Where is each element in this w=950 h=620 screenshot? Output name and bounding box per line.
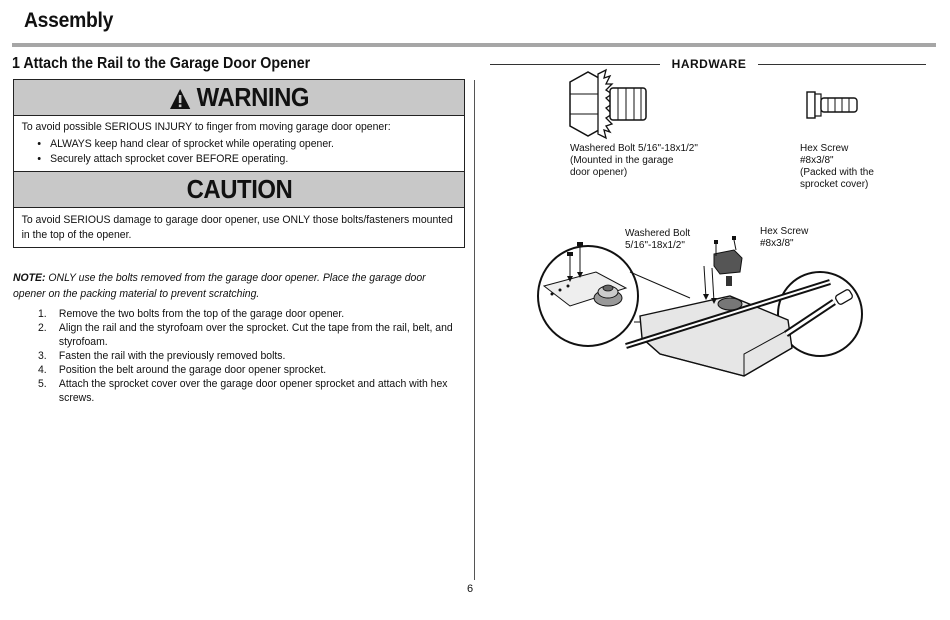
caption-line: Hex Screw [800,143,849,154]
hex-screw-icon [806,91,858,119]
washered-bolt-icon [569,68,647,140]
caution-text: To avoid SERIOUS damage to garage door o… [21,214,453,241]
hardware-rule-left [490,64,660,65]
step-text: Align the rail and the styrofoam over th… [58,322,453,348]
diagram-screw-label: Hex Screw #8x3/8" [760,226,808,250]
step-number: 4. [38,364,47,376]
caption-line: sprocket cover) [800,179,869,190]
note-text: ONLY use the bolts removed from the gara… [13,272,426,300]
warning-bullet: ALWAYS keep hand clear of sprocket while… [50,137,459,152]
caution-body: To avoid SERIOUS damage to garage door o… [14,208,466,247]
step-text: Remove the two bolts from the top of the… [58,308,345,320]
caption-line: 5/16"-18x1/2" [625,240,685,251]
list-item: 4. Position the belt around the garage do… [38,363,456,377]
warning-bullets: ALWAYS keep hand clear of sprocket while… [22,137,459,167]
caption-line: #8x3/8" [800,155,834,166]
list-item: 5. Attach the sprocket cover over the gar… [38,377,456,405]
note-label: NOTE: [13,272,46,284]
caution-banner: CAUTION [14,172,464,208]
section-title: 1 Attach the Rail to the Garage Door Ope… [12,55,311,72]
caption-line: (Mounted in the garage [570,155,674,166]
caution-box: CAUTION To avoid SERIOUS damage to garag… [13,171,465,248]
step-number: 3. [38,350,47,362]
hardware-title: HARDWARE [671,57,747,71]
step-text: Fasten the rail with the previously remo… [58,350,286,362]
caption-line: #8x3/8" [760,238,794,249]
step-number: 1. [38,308,47,320]
header-rule [12,43,936,47]
caption-line: (Packed with the [800,167,874,178]
steps-list: 1. Remove the two bolts from the top of t… [38,307,456,405]
warning-triangle-icon [169,89,191,109]
list-item: 1. Remove the two bolts from the top of t… [38,307,456,321]
caption-line: Hex Screw [760,226,809,237]
caption-line: door opener) [570,167,628,178]
caption-line: Washered Bolt [625,228,691,239]
caution-banner-label: CAUTION [186,174,292,204]
step-number: 5. [38,378,47,390]
diagram-bolt-label: Washered Bolt 5/16"-18x1/2" [625,228,690,252]
warning-banner: WARNING [14,80,464,116]
column-divider [474,80,475,580]
step-text: Attach the sprocket cover over the garag… [58,378,448,404]
warning-intro: To avoid possible SERIOUS INJURY to fing… [21,121,391,133]
warning-banner-label: WARNING [196,82,310,112]
hardware-rule-right [758,64,926,65]
warning-bullet: Securely attach sprocket cover BEFORE op… [50,152,459,167]
washered-bolt-caption: Washered Bolt 5/16"-18x1/2" (Mounted in … [570,143,698,179]
caption-line: Washered Bolt 5/16"-18x1/2" [570,143,698,154]
page-number: 6 [467,583,474,595]
page-title: Assembly [24,9,114,32]
warning-box: WARNING To avoid possible SERIOUS INJURY… [13,79,465,172]
list-item: 2. Align the rail and the styrofoam over … [38,321,456,349]
step-number: 2. [38,322,47,334]
hex-screw-caption: Hex Screw #8x3/8" (Packed with the sproc… [800,143,874,191]
warning-body: To avoid possible SERIOUS INJURY to fing… [14,116,466,171]
list-item: 3. Fasten the rail with the previously re… [38,349,456,363]
note: NOTE: ONLY use the bolts removed from th… [13,270,450,302]
step-text: Position the belt around the garage door… [58,364,327,376]
assembly-diagram [537,236,863,377]
